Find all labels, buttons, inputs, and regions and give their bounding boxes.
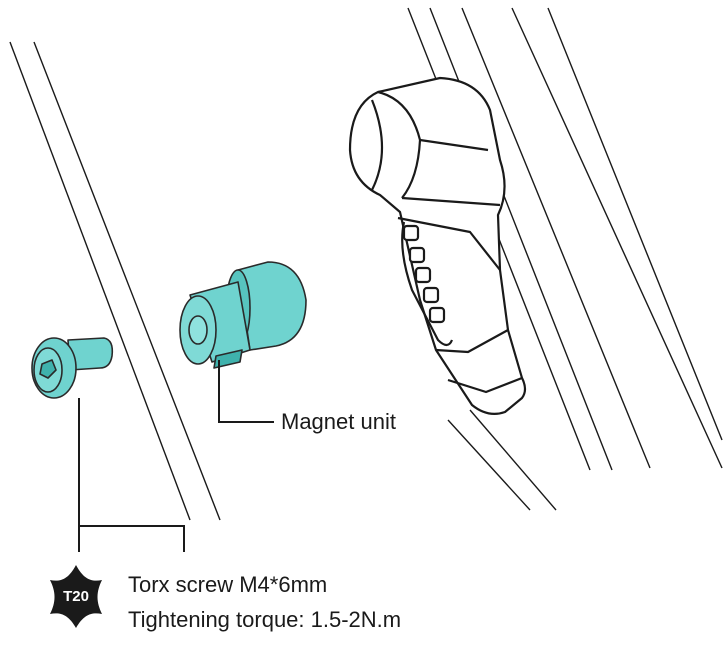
sensor-housing-icon xyxy=(348,76,527,415)
magnet-unit-label: Magnet unit xyxy=(281,409,396,434)
screw-icon xyxy=(31,337,114,399)
magnet-unit-icon xyxy=(179,261,307,369)
torque-spec-label: Tightening torque: 1.5-2N.m xyxy=(128,607,402,632)
leader-lines xyxy=(78,360,274,552)
screw-spec-label: Torx screw M4*6mm xyxy=(128,572,328,597)
torx-badge-label: T20 xyxy=(63,588,89,605)
torx-star-icon xyxy=(50,565,102,628)
frame-tube-left xyxy=(9,41,221,521)
